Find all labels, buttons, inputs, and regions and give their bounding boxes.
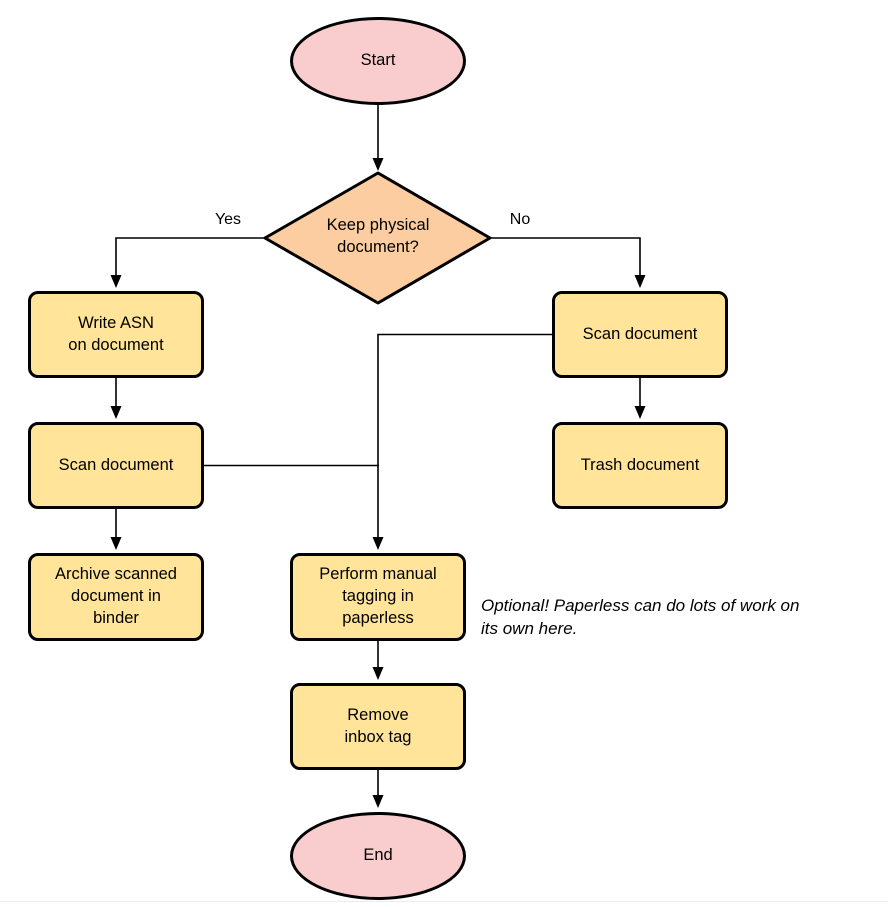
start-node: Start	[290, 17, 466, 105]
optional-note: Optional! Paperless can do lots of work …	[481, 596, 800, 638]
trash-document-node: Trash document	[552, 422, 728, 509]
decision-keep-physical-document-label: Keep physical document?	[326, 216, 430, 256]
scan-document-left-label: Scan document	[58, 455, 174, 474]
archive-scanned-document-node: Archive scanned document in binder	[28, 553, 204, 641]
manual-tagging-node: Perform manual tagging in paperless	[290, 553, 466, 641]
remove-inbox-tag-node: Remove inbox tag	[290, 683, 466, 770]
decision-diamond-shape	[263, 171, 492, 305]
edge-label-yes: Yes	[214, 211, 242, 228]
start-label: Start	[360, 51, 396, 70]
scan-document-right-label: Scan document	[582, 324, 698, 343]
scan-document-left-node: Scan document	[28, 422, 204, 509]
write-asn-node: Write ASN on document	[28, 291, 204, 378]
archive-scanned-document-label: Archive scanned document in binder	[55, 565, 177, 627]
end-label: End	[363, 846, 393, 865]
manual-tagging-label: Perform manual tagging in paperless	[319, 565, 437, 627]
write-asn-label: Write ASN on document	[68, 313, 164, 354]
remove-inbox-tag-label: Remove inbox tag	[344, 705, 412, 746]
trash-document-label: Trash document	[580, 455, 700, 474]
edge-decision-yes-to-write-asn	[110, 237, 265, 288]
bottom-rule-divider	[0, 901, 888, 902]
scan-document-right-node: Scan document	[552, 291, 728, 378]
edge-label-no: No	[509, 211, 531, 228]
edge-decision-no-to-scan-right	[490, 237, 646, 288]
edge-scan-right-to-tagging	[372, 333, 552, 550]
end-node: End	[290, 812, 466, 900]
